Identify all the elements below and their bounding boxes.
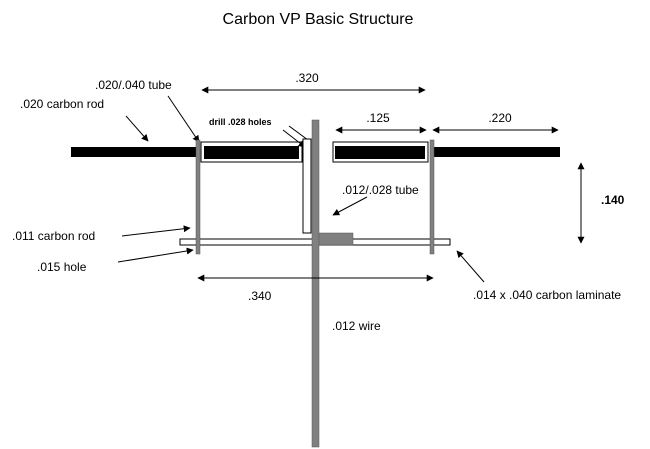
tube-right-outline <box>332 141 429 163</box>
tube-012-028-label: .012/.028 tube <box>342 183 419 197</box>
carbon-rod-011-label: .011 carbon rod <box>12 229 95 243</box>
tube-020-040-label: .020/.040 tube <box>95 78 172 92</box>
dim-140-label: .140 <box>601 193 625 207</box>
dim-320-label: .320 <box>295 71 319 85</box>
drill-holes-tick <box>288 125 309 141</box>
carbon-rod-011-left <box>195 139 201 255</box>
dim-125-label: .125 <box>366 111 390 125</box>
hole-015-label: .015 hole <box>37 260 87 274</box>
tube-012-028 <box>302 138 312 234</box>
hole-015-leader <box>117 247 194 263</box>
carbon-rod-020-label: .020 carbon rod <box>20 97 104 111</box>
dim-220-label: .220 <box>488 111 512 125</box>
main-rod-left-inner <box>204 146 299 159</box>
tube-020-040-leader <box>167 95 200 143</box>
carbon-rod-011-right <box>429 139 435 255</box>
drill-holes-leader <box>282 129 306 148</box>
carbon-rod-020-leader <box>125 115 149 142</box>
dim-340-label: .340 <box>248 289 272 303</box>
laminate-label: .014 x .040 carbon laminate <box>473 288 621 302</box>
drill-holes-label: drill .028 holes <box>209 117 272 127</box>
main-rod-right-outer <box>434 147 560 157</box>
main-rod-right-inner <box>335 146 425 159</box>
main-rod-left-outer <box>71 147 196 157</box>
laminate-leader <box>456 250 485 283</box>
tube-012-028-leader <box>332 196 368 216</box>
tube-left-outline <box>200 141 303 163</box>
diagram-title: Carbon VP Basic Structure <box>223 11 414 28</box>
wire-012 <box>311 119 320 448</box>
wire-mount-block <box>317 232 354 246</box>
wire-012-label: .012 wire <box>332 319 381 333</box>
carbon-rod-011-leader <box>121 225 191 237</box>
